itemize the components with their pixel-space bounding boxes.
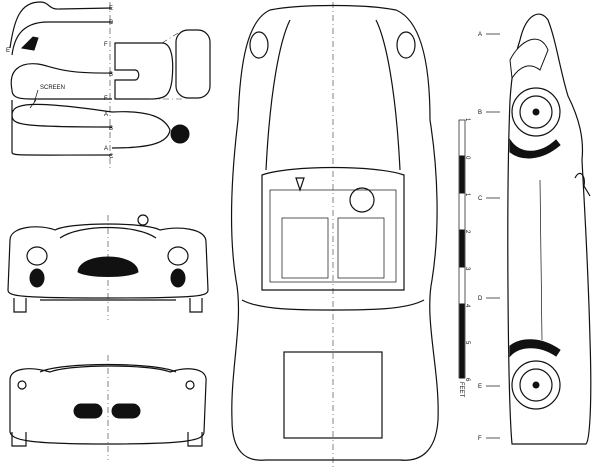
station-label: D (109, 20, 114, 26)
scale-tick-label: 1 (464, 118, 470, 122)
top-view (230, 2, 439, 470)
station-label: C (109, 154, 114, 160)
station-label: E (6, 48, 10, 54)
scale-tick-label: 1 (464, 193, 470, 197)
station-label: F (104, 42, 108, 48)
station-label: A (104, 146, 108, 152)
side-station-label: D (478, 296, 483, 302)
side-view-stations: A B C D E F (478, 32, 500, 442)
scale-tick-label: 6 (464, 378, 470, 382)
section-view: SCREEN E D E F B F A B A C (6, 1, 211, 170)
side-station-label: F (478, 436, 482, 442)
scale-tick-label: 5 (464, 341, 470, 345)
station-label: A (104, 112, 108, 118)
station-label: B (109, 72, 113, 78)
screen-label: SCREEN (40, 85, 65, 91)
station-label: E (109, 6, 113, 12)
scale-tick-label: 3 (464, 267, 470, 271)
side-station-label: C (478, 196, 483, 202)
scale-tick-label: 0 (464, 156, 470, 160)
front-view (7, 214, 209, 320)
scale-tick-label: 4 (464, 304, 470, 308)
station-label: F (104, 96, 108, 102)
scale-unit-label: FEET (458, 382, 464, 398)
scale-tick-label: 2 (464, 230, 470, 234)
side-station-label: E (478, 384, 482, 390)
rear-view (9, 355, 207, 460)
side-station-label: A (478, 32, 482, 38)
station-label: B (109, 126, 113, 132)
side-view (507, 13, 592, 445)
side-station-label: B (478, 110, 482, 116)
